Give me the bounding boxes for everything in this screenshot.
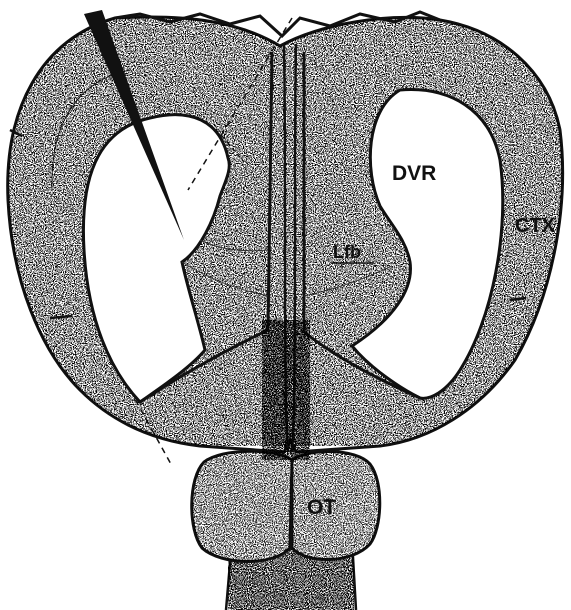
label-dvr: DVR xyxy=(392,162,436,185)
midline-stipple xyxy=(262,320,310,460)
optic-tectum-stipple xyxy=(192,451,380,561)
label-lfb: Lfb xyxy=(333,242,361,262)
label-ctx: CTX xyxy=(515,215,556,237)
label-ot: OT xyxy=(307,496,336,519)
